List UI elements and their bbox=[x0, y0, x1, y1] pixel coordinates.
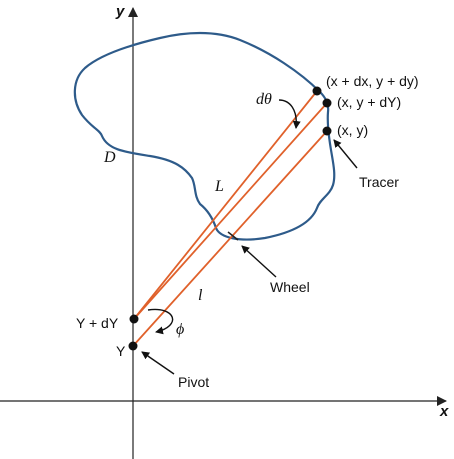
middle-corner-point bbox=[322, 98, 332, 108]
region-label: D bbox=[103, 149, 116, 166]
wheel-tick bbox=[227, 231, 239, 241]
tracer-label: Tracer bbox=[359, 174, 399, 190]
wheel-arrow bbox=[241, 245, 277, 278]
pivot-text-label: Pivot bbox=[178, 374, 209, 390]
x-axis-label: x bbox=[439, 403, 449, 420]
tracer-point bbox=[322, 126, 332, 136]
arm-line-bottom bbox=[132, 130, 328, 347]
middle-corner-label: (x, y + dY) bbox=[337, 94, 401, 110]
tracer-arrow bbox=[333, 139, 358, 169]
dtheta-label: dθ bbox=[256, 91, 272, 108]
pivot-point bbox=[128, 341, 138, 351]
arm-line-middle bbox=[133, 102, 328, 320]
arm-segment-label: l bbox=[198, 287, 203, 304]
top-corner-label: (x + dx, y + dy) bbox=[326, 73, 419, 89]
phi-label: ϕ bbox=[176, 321, 184, 338]
upper-pivot-label: Y + dY bbox=[76, 315, 119, 331]
dtheta-arrow bbox=[278, 99, 301, 129]
pivot-arrow bbox=[141, 351, 175, 375]
arm-length-label: L bbox=[214, 178, 224, 195]
y-axis-label: y bbox=[115, 3, 125, 20]
wheel-label: Wheel bbox=[270, 279, 310, 295]
upper-pivot-point bbox=[129, 314, 139, 324]
phi-arrow bbox=[147, 308, 174, 335]
region-boundary bbox=[73, 31, 336, 241]
arm-line-top bbox=[133, 90, 318, 320]
pivot-label: Y bbox=[116, 343, 126, 359]
top-corner-point bbox=[312, 86, 322, 96]
tracer-point-label: (x, y) bbox=[337, 122, 368, 138]
